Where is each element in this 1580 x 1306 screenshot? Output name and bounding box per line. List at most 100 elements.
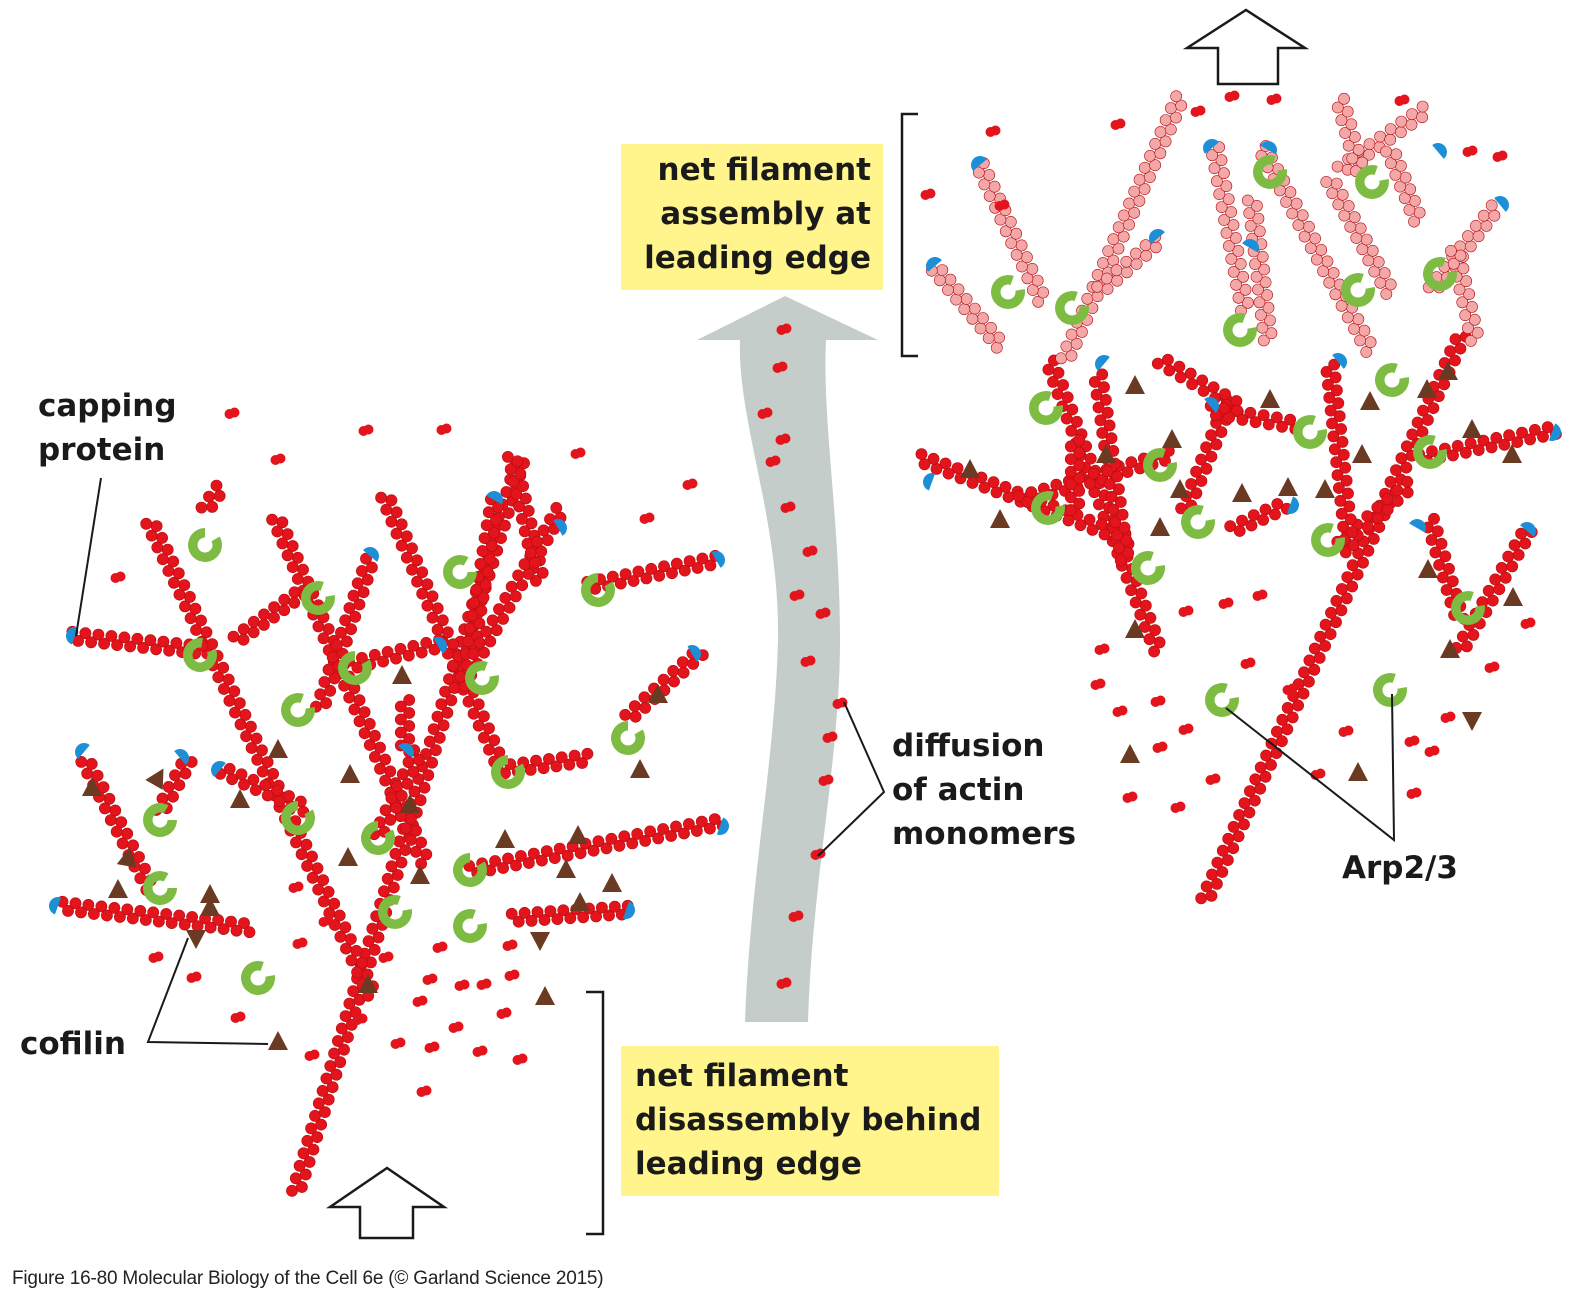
- capping-protein: [1494, 196, 1509, 212]
- actin-subunit: [1139, 239, 1152, 252]
- actin-subunit: [156, 532, 168, 544]
- arp23-complex: [281, 801, 316, 836]
- arp23-complex: [1252, 154, 1287, 189]
- actin-subunit: [467, 648, 480, 661]
- actin-subunit: [1394, 180, 1406, 193]
- actin-subunit: [587, 844, 600, 857]
- actin-subunit: [1057, 379, 1069, 391]
- capping-protein: [1520, 522, 1536, 537]
- actin-subunit: [1050, 478, 1063, 491]
- actin-subunit: [1252, 283, 1264, 296]
- actin-subunit: [261, 756, 274, 768]
- actin-subunit: [360, 552, 372, 565]
- actin-subunit: [212, 671, 225, 684]
- actin-subunit: [163, 644, 175, 657]
- actin-subunit: [1118, 521, 1131, 534]
- actin-subunit: [499, 592, 512, 604]
- actin-subunit: [407, 765, 420, 778]
- actin-subunit: [1237, 270, 1249, 283]
- actin-subunit: [531, 535, 544, 548]
- actin-subunit: [403, 707, 416, 719]
- actin-subunit: [403, 720, 416, 732]
- actin-subunit: [1451, 439, 1464, 452]
- arp23-complex: [1340, 272, 1375, 307]
- actin-monomer: [1429, 745, 1440, 756]
- actin-subunit: [431, 710, 444, 723]
- actin-subunit: [1244, 785, 1256, 798]
- actin-subunit: [339, 614, 352, 627]
- actin-subunit: [200, 626, 213, 639]
- actin-subunit: [1251, 199, 1263, 212]
- actin-monomer: [999, 199, 1010, 210]
- actin-subunit: [510, 859, 522, 872]
- actin-subunit: [1319, 640, 1331, 652]
- actin-subunit: [400, 530, 413, 543]
- actin-subunit: [1259, 770, 1272, 783]
- actin-subunit: [170, 637, 183, 649]
- actin-subunit: [427, 723, 440, 735]
- actin-subunit: [251, 753, 264, 766]
- actin-subunit: [1322, 378, 1334, 391]
- actin-subunit: [1265, 759, 1277, 771]
- actin-subunit: [157, 635, 170, 648]
- actin-subunit: [1403, 203, 1416, 216]
- actin-subunit: [1271, 498, 1284, 510]
- actin-subunit: [1076, 325, 1088, 338]
- actin-filament: [195, 479, 226, 514]
- actin-subunit: [1477, 209, 1490, 222]
- actin-subunit: [223, 694, 236, 707]
- cofilin-molecule: [630, 759, 650, 778]
- cofilin-molecule: [1150, 517, 1170, 536]
- actin-subunit: [317, 874, 329, 886]
- actin-subunit: [183, 591, 196, 603]
- actin-subunit: [1371, 512, 1384, 525]
- actin-monomer: [501, 1007, 512, 1018]
- actin-subunit: [1116, 508, 1129, 521]
- actin-subunit: [178, 918, 191, 931]
- actin-subunit: [234, 718, 247, 731]
- actin-subunit: [384, 765, 397, 778]
- actin-subunit: [527, 847, 540, 860]
- actin-subunit: [340, 942, 352, 955]
- arp23-complex: [241, 961, 275, 995]
- actin-subunit: [1390, 148, 1403, 161]
- actin-subunit: [1380, 288, 1393, 300]
- actin-subunit: [377, 885, 390, 898]
- actin-subunit: [454, 670, 467, 683]
- actin-subunit: [395, 789, 408, 802]
- actin-monomer: [780, 433, 791, 444]
- actin-subunit: [1064, 491, 1077, 504]
- leader-lines: [75, 477, 1396, 1045]
- actin-subunit: [1253, 296, 1266, 309]
- actin-subunit: [415, 836, 427, 849]
- actin-subunit: [696, 552, 709, 565]
- actin-subunit: [385, 792, 398, 805]
- actin-monomer: [1315, 768, 1326, 779]
- actin-subunit: [1439, 550, 1452, 563]
- actin-subunit: [1515, 527, 1527, 540]
- actin-subunit: [389, 847, 402, 860]
- actin-subunit: [390, 801, 402, 814]
- actin-subunit: [322, 623, 335, 635]
- actin-monomer: [1115, 118, 1126, 129]
- actin-subunit: [395, 856, 408, 869]
- actin-subunit: [1149, 624, 1161, 636]
- actin-subunit: [335, 626, 347, 639]
- actin-subunit: [322, 663, 335, 676]
- actin-subunit: [488, 734, 501, 747]
- actin-subunit: [320, 1072, 333, 1085]
- actin-subunit: [172, 567, 185, 580]
- actin-subunit: [1292, 219, 1305, 231]
- actin-subunit: [1097, 257, 1109, 269]
- actin-subunit: [990, 341, 1003, 354]
- actin-subunit: [1016, 260, 1028, 273]
- arp23-complex: [1031, 491, 1065, 525]
- actin-subunit: [988, 180, 1001, 193]
- actin-monomer: [427, 973, 438, 984]
- actin-subunit: [349, 610, 362, 623]
- actin-subunit: [934, 274, 946, 287]
- actin-subunit: [387, 881, 400, 894]
- actin-subunit: [1064, 440, 1077, 453]
- actin-subunit: [1332, 198, 1345, 211]
- capping-protein: [66, 627, 79, 645]
